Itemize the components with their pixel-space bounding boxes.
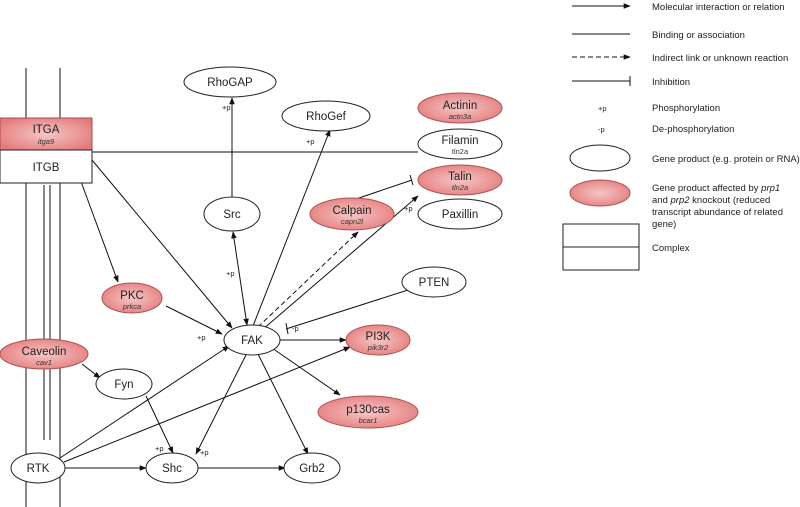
- legend-phos-symbol: +p: [598, 104, 607, 113]
- legend-phos: Phosphorylation: [652, 103, 720, 114]
- legend-affected-line4: gene): [652, 219, 676, 230]
- edge-fak-shc: [195, 354, 247, 455]
- edge-rtk-pi3k: [63, 346, 351, 463]
- legend-affected-line1: Gene product affected by prp1: [652, 183, 780, 194]
- legend-complex-top: [562, 223, 640, 248]
- edge-rtk-fak: [59, 345, 230, 459]
- shc-phos-right: +p: [200, 448, 209, 457]
- node-rhogef: RhoGef: [281, 100, 371, 132]
- node-shc: Shc: [145, 452, 199, 484]
- svg-text:PTEN: PTEN: [419, 277, 450, 289]
- itgb-label: ITGB: [33, 162, 60, 174]
- edge-fak-p130cas: [271, 347, 341, 396]
- legend-affected-line2: and prp2 knockout (reduced: [652, 195, 770, 206]
- node-talin: Talin tln2a: [417, 164, 503, 196]
- svg-text:pik3r2: pik3r2: [367, 343, 389, 352]
- svg-text:Grb2: Grb2: [299, 463, 325, 475]
- edge-fak-grb2: [257, 353, 309, 455]
- svg-text:FAK: FAK: [241, 335, 263, 347]
- legend-gene-product: Gene product (e.g. protein or RNA): [652, 154, 800, 165]
- node-pkc: PKC prkca: [101, 282, 163, 314]
- node-actinin: Actinin actn3a: [417, 92, 503, 124]
- svg-text:capn2l: capn2l: [341, 217, 363, 226]
- node-src: Src: [203, 196, 261, 232]
- legend-inhibition: Inhibition: [652, 77, 690, 88]
- edge-calpain-talin: [355, 179, 413, 200]
- integrin-complex: ITGA itga9 ITGB: [0, 117, 93, 184]
- svg-text:PI3K: PI3K: [366, 331, 391, 343]
- svg-text:Paxillin: Paxillin: [442, 209, 478, 221]
- rhogap-phos: +p: [222, 103, 231, 112]
- edge-pten-fak: [285, 289, 409, 330]
- svg-text:RhoGAP: RhoGAP: [207, 77, 253, 89]
- node-filamin: Filamin tln2a: [417, 128, 503, 160]
- edge-fak-calpain: [257, 231, 359, 328]
- shc-phos-left: +p: [155, 444, 164, 453]
- node-fyn: Fyn: [95, 368, 153, 400]
- node-rhogap: RhoGAP: [183, 66, 277, 98]
- node-grb2: Grb2: [283, 452, 341, 484]
- edge-caveolin-fyn: [81, 363, 101, 379]
- legend-indirect: Indirect link or unknown reaction: [652, 53, 788, 64]
- itga-gene: itga9: [38, 137, 55, 146]
- edge-itgb-pkc: [75, 167, 119, 283]
- legend-complex-bottom: [562, 246, 640, 271]
- svg-text:Calpain: Calpain: [333, 205, 372, 217]
- svg-text:bcar1: bcar1: [359, 416, 378, 425]
- legend-complex: Complex: [652, 243, 690, 254]
- legend-gene-product-shape: [569, 144, 631, 172]
- svg-text:Fyn: Fyn: [114, 379, 133, 391]
- legend-affected-line3: transcript abundance of related: [652, 207, 783, 218]
- svg-text:cav1: cav1: [36, 358, 52, 367]
- svg-text:RTK: RTK: [27, 463, 50, 475]
- legend-interaction: Molecular interaction or relation: [652, 2, 785, 13]
- svg-text:tln2a: tln2a: [452, 183, 468, 192]
- svg-text:Caveolin: Caveolin: [22, 346, 67, 358]
- itga-label: ITGA: [33, 124, 60, 136]
- edge-fyn-shc: [145, 395, 174, 454]
- legend-affected-shape: [569, 179, 631, 207]
- svg-text:actn3a: actn3a: [449, 112, 472, 121]
- modification-labels: +p +p +p +p -p +p +p +p: [155, 103, 413, 457]
- node-p130cas: p130cas bcar1: [317, 395, 419, 429]
- edge-pkc-fak: [165, 305, 223, 335]
- paxillin-phos: +p: [404, 204, 413, 213]
- svg-text:Actinin: Actinin: [443, 100, 478, 112]
- pten-dephos: -p: [292, 324, 299, 333]
- svg-text:prkca: prkca: [122, 302, 141, 311]
- svg-text:PKC: PKC: [120, 290, 144, 302]
- node-fak: FAK: [223, 324, 281, 356]
- svg-text:Talin: Talin: [448, 171, 472, 183]
- svg-text:tln2a: tln2a: [452, 147, 469, 156]
- node-rtk: RTK: [10, 452, 66, 484]
- src-phos: +p: [226, 269, 235, 278]
- edge-fak-src: [231, 231, 249, 326]
- node-pi3k: PI3K pik3r2: [345, 324, 411, 356]
- legend-dephos: De-phosphorylation: [652, 124, 734, 135]
- node-caveolin: Caveolin cav1: [0, 338, 89, 370]
- node-pten: PTEN: [401, 266, 467, 298]
- legend-dephos-symbol: -p: [598, 125, 605, 134]
- node-calpain: Calpain capn2l: [309, 197, 395, 231]
- rhogef-phos: +p: [306, 137, 315, 146]
- svg-text:Filamin: Filamin: [441, 135, 478, 147]
- edge-itgb-fak: [91, 159, 233, 329]
- edge-fak-rhogef: [252, 129, 331, 327]
- svg-text:p130cas: p130cas: [346, 404, 390, 416]
- edges: [59, 97, 419, 471]
- svg-text:RhoGef: RhoGef: [306, 111, 346, 123]
- legend: Molecular interaction or relation Bindin…: [562, 2, 800, 271]
- legend-binding: Binding or association: [652, 30, 745, 41]
- svg-text:Shc: Shc: [162, 463, 182, 475]
- fak-phos: +p: [197, 333, 206, 342]
- itgb-box: [0, 149, 93, 184]
- svg-text:Src: Src: [223, 209, 241, 221]
- node-paxillin: Paxillin: [417, 198, 503, 230]
